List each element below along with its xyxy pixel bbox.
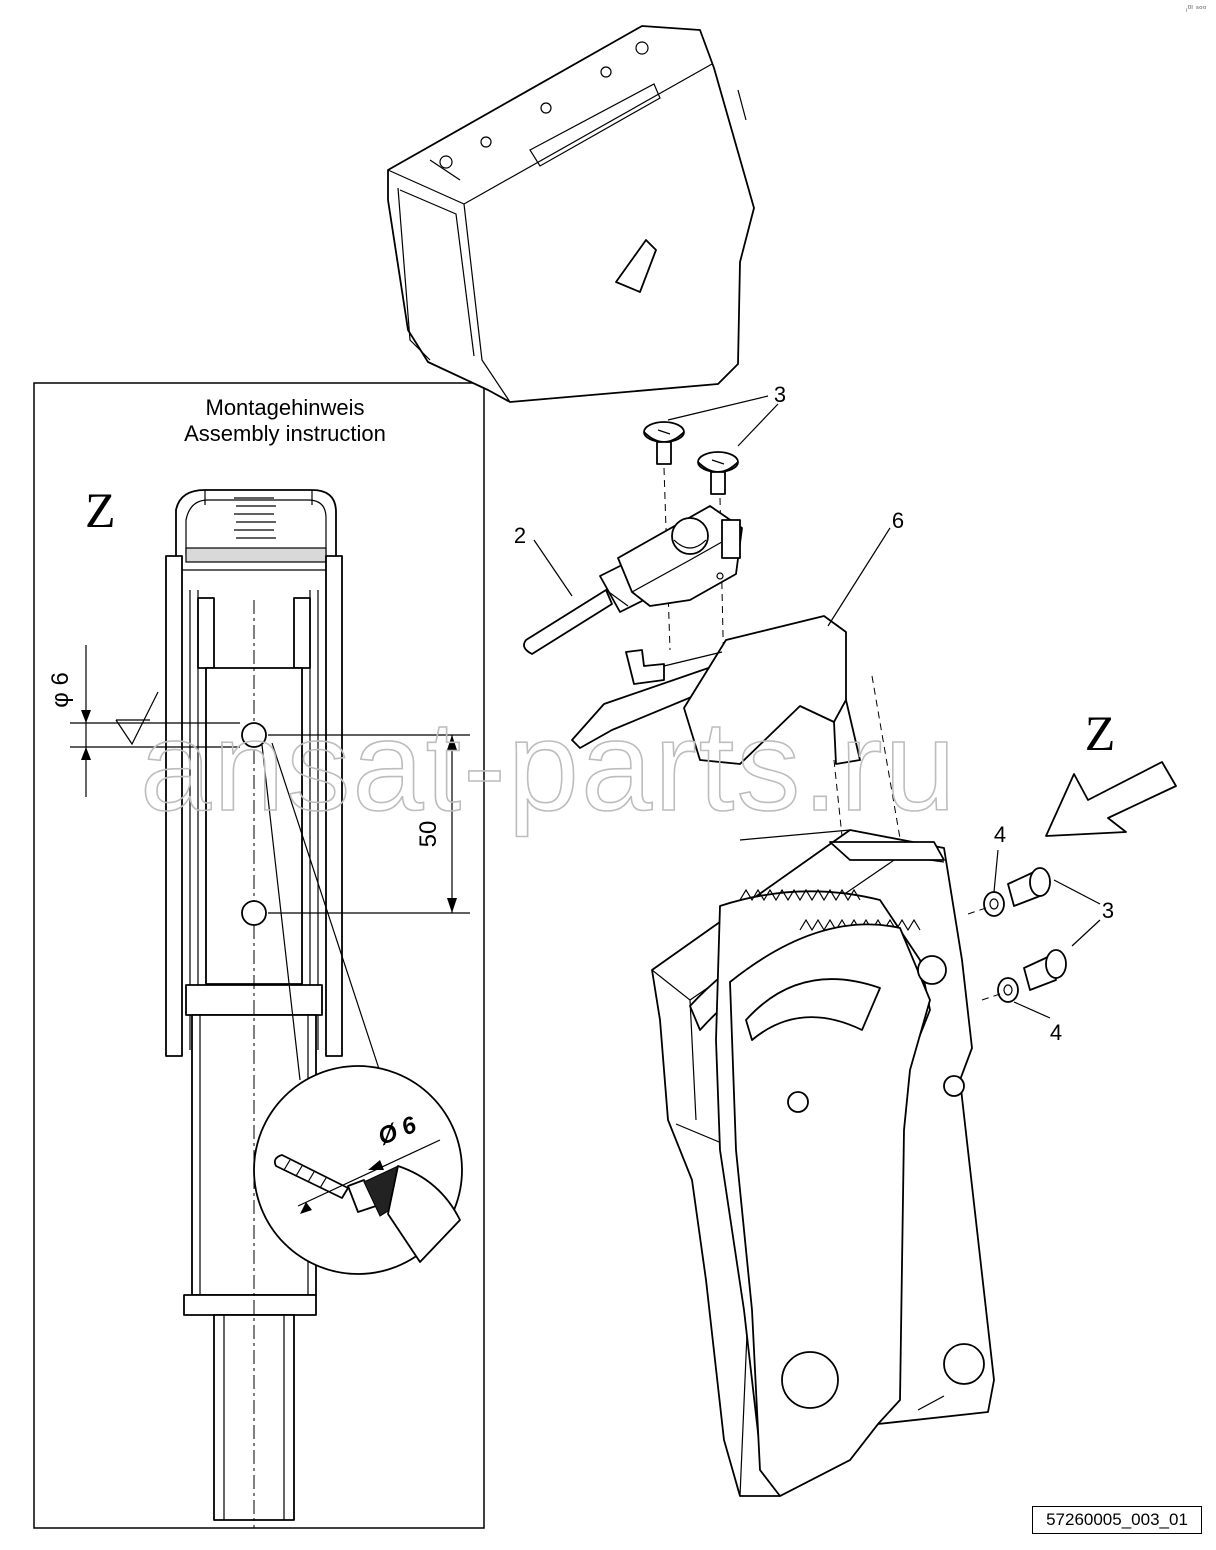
watermark-text: ansat-parts.ru [140,695,958,838]
washer-top [983,891,1005,917]
inset-title-german: Montagehinweis [206,395,365,420]
inset-title-english: Assembly instruction [184,421,386,446]
screw-top-right [697,451,739,681]
screw-side-top [1007,867,1051,907]
callout-bracket: 6 [892,508,904,533]
callout-washer-bottom: 4 [1050,1020,1062,1045]
lever-housing [651,829,995,1497]
assembly-instruction-inset: Montagehinweis Assembly instruction Z [33,382,485,1529]
drawing-code-label: 57260005_003_01 [1032,1506,1202,1534]
hole-distance-dimension: 50 [268,734,470,914]
screw-side-bottom [1023,949,1067,991]
mounting-bracket [571,615,861,765]
washer-bottom [997,977,1019,1003]
micro-switch [523,505,743,655]
hole-diameter-dimension: φ 6 [47,645,240,797]
spring-icon [234,497,276,539]
callout-screw-top: 3 [774,382,786,407]
inset-view-letter: Z [85,482,116,538]
view-arrow-z: Z [1045,705,1177,837]
callout-washer-top: 4 [994,822,1006,847]
main-view-letter: Z [1085,705,1116,761]
cover-housing [387,25,755,403]
hole-distance-label: 50 [415,821,442,848]
corner-mark: ᵢ⁰ᴵ ˢᵒᵒ [1186,5,1207,15]
drill-icon [273,1154,461,1263]
callout-switch: 2 [514,523,526,548]
hole-diameter-label: φ 6 [47,672,74,708]
callout-screw-side: 3 [1102,898,1114,923]
screw-top-left [643,421,685,651]
drill-detail: Ø 6 [253,742,463,1275]
